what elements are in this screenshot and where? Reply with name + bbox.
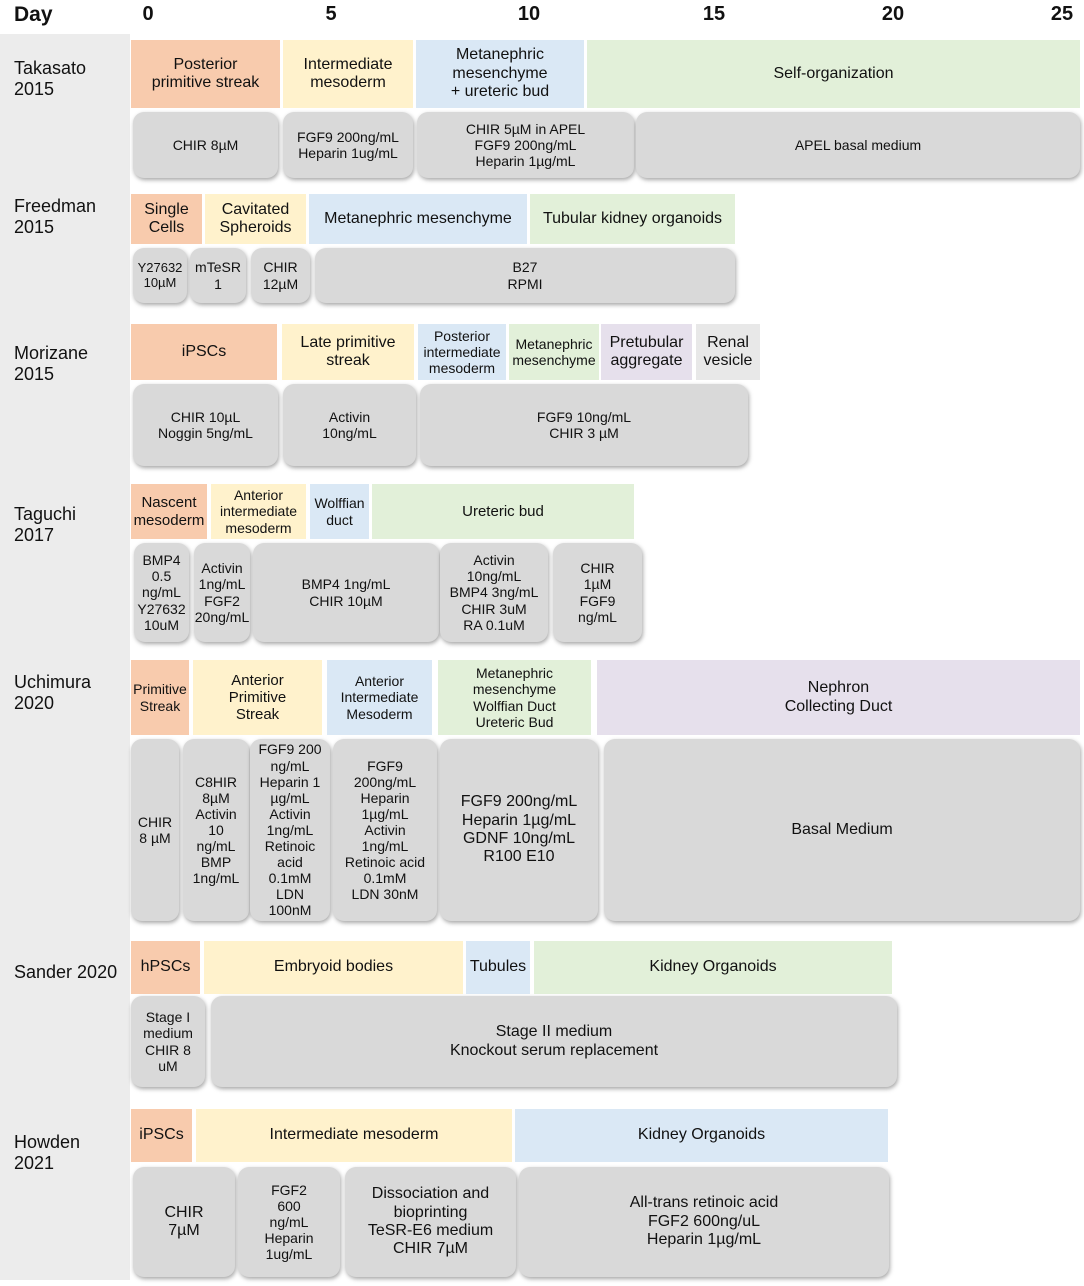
culture-condition-box: Activin 10ng/mL [283,384,416,466]
day-tick-0: 0 [142,3,154,25]
culture-condition-box: FGF9 200 ng/mL Heparin 1 µg/mL Activin 1… [250,739,330,921]
day-axis-label: Day [14,3,53,26]
stage-box: Nascent mesoderm [131,484,207,539]
stage-box: Renal vesicle [696,324,760,380]
study-name: Freedman 2015 [14,196,97,237]
stage-box: iPSCs [131,1109,192,1162]
stage-box: Ureteric bud [372,484,634,539]
culture-condition-box: All-trans retinoic acid FGF2 600ng/uL He… [519,1167,889,1277]
study-name: Uchimura 2020 [14,672,92,713]
stage-box: Metanephric mesenchyme Wolffian Duct Ure… [438,660,591,735]
stage-box: Pretubular aggregate [601,324,692,380]
stage-box: Single Cells [131,194,202,244]
culture-condition-box: B27 RPMI [315,248,735,303]
culture-condition-box: Stage II medium Knockout serum replaceme… [211,996,897,1087]
stage-box: Intermediate mesoderm [283,40,413,108]
stage-box: Metanephric mesenchyme [309,194,527,244]
study-name: Sander 2020 [14,962,118,982]
culture-condition-box: APEL basal medium [636,112,1080,178]
stage-box: Posterior primitive streak [131,40,280,108]
stage-box: Nephron Collecting Duct [597,660,1080,735]
stage-box: Anterior Intermediate Mesoderm [327,660,432,735]
culture-condition-box: CHIR 12µM [251,248,310,303]
culture-condition-box: BMP4 1ng/mL CHIR 10µM [253,543,439,642]
culture-condition-box: FGF9 200ng/mL Heparin 1ug/mL [283,112,413,178]
culture-condition-box: CHIR 8 µM [131,739,179,921]
culture-condition-box: FGF9 200ng/mL Heparin 1µg/mL Activin 1ng… [333,739,437,921]
stage-box: Late primitive streak [282,324,414,380]
culture-condition-box: FGF9 200ng/mL Heparin 1µg/mL GDNF 10ng/m… [440,739,598,921]
stage-box: Wolffian duct [310,484,369,539]
culture-condition-box: CHIR 7µM [133,1167,235,1277]
culture-condition-box: Stage I medium CHIR 8 uM [131,996,205,1087]
culture-condition-box: CHIR 8µM [133,112,278,178]
study-name: Takasato 2015 [14,58,87,99]
stage-box: Cavitated Spheroids [205,194,306,244]
culture-condition-box: FGF2 600 ng/mL Heparin 1ug/mL [238,1167,340,1277]
culture-condition-box: BMP4 0.5 ng/mL Y27632 10uM [134,543,189,642]
day-tick-25: 25 [1050,3,1074,25]
culture-condition-box: Basal Medium [604,739,1080,921]
culture-condition-box: CHIR 1µM FGF9 ng/mL [553,543,642,642]
culture-condition-box: Activin 10ng/mL BMP4 3ng/mL CHIR 3uM RA … [440,543,548,642]
study-label-column [0,34,130,1280]
stage-box: Tubules [466,941,530,994]
day-tick-10: 10 [517,3,541,25]
stage-box: Embryoid bodies [204,941,463,994]
stage-box: Intermediate mesoderm [196,1109,512,1162]
study-name: Morizane 2015 [14,343,89,384]
culture-condition-box: C8HIR 8µM Activin 10 ng/mL BMP 1ng/mL [183,739,249,921]
day-tick-15: 15 [702,3,726,25]
stage-box: Metanephric mesenchyme [509,324,599,380]
stage-box: hPSCs [131,941,200,994]
culture-condition-box: CHIR 5µM in APEL FGF9 200ng/mL Heparin 1… [417,112,634,178]
study-name: Taguchi 2017 [14,504,77,545]
day-tick-5: 5 [325,3,337,25]
stage-box: Anterior Primitive Streak [193,660,322,735]
culture-condition-box: mTeSR 1 [190,248,246,303]
stage-box: Posterior intermediate mesoderm [418,324,506,380]
stage-box: Anterior intermediate mesoderm [211,484,306,539]
culture-condition-box: Dissociation and bioprinting TeSR-E6 med… [345,1167,516,1277]
stage-box: Metanephric mesenchyme + ureteric bud [416,40,584,108]
stage-box: Tubular kidney organoids [530,194,735,244]
stage-box: Kidney Organoids [534,941,892,994]
culture-condition-box: Y27632 10µM [133,248,187,303]
culture-condition-box: CHIR 10µL Noggin 5ng/mL [133,384,278,466]
stage-box: Kidney Organoids [515,1109,888,1162]
stage-box: Self-organization [587,40,1080,108]
culture-condition-box: Activin 1ng/mL FGF2 20ng/mL [194,543,250,642]
study-name: Howden 2021 [14,1132,81,1173]
culture-condition-box: FGF9 10ng/mL CHIR 3 µM [420,384,748,466]
stage-box: Primitive Streak [131,660,189,735]
day-tick-20: 20 [881,3,905,25]
stage-box: iPSCs [131,324,277,380]
